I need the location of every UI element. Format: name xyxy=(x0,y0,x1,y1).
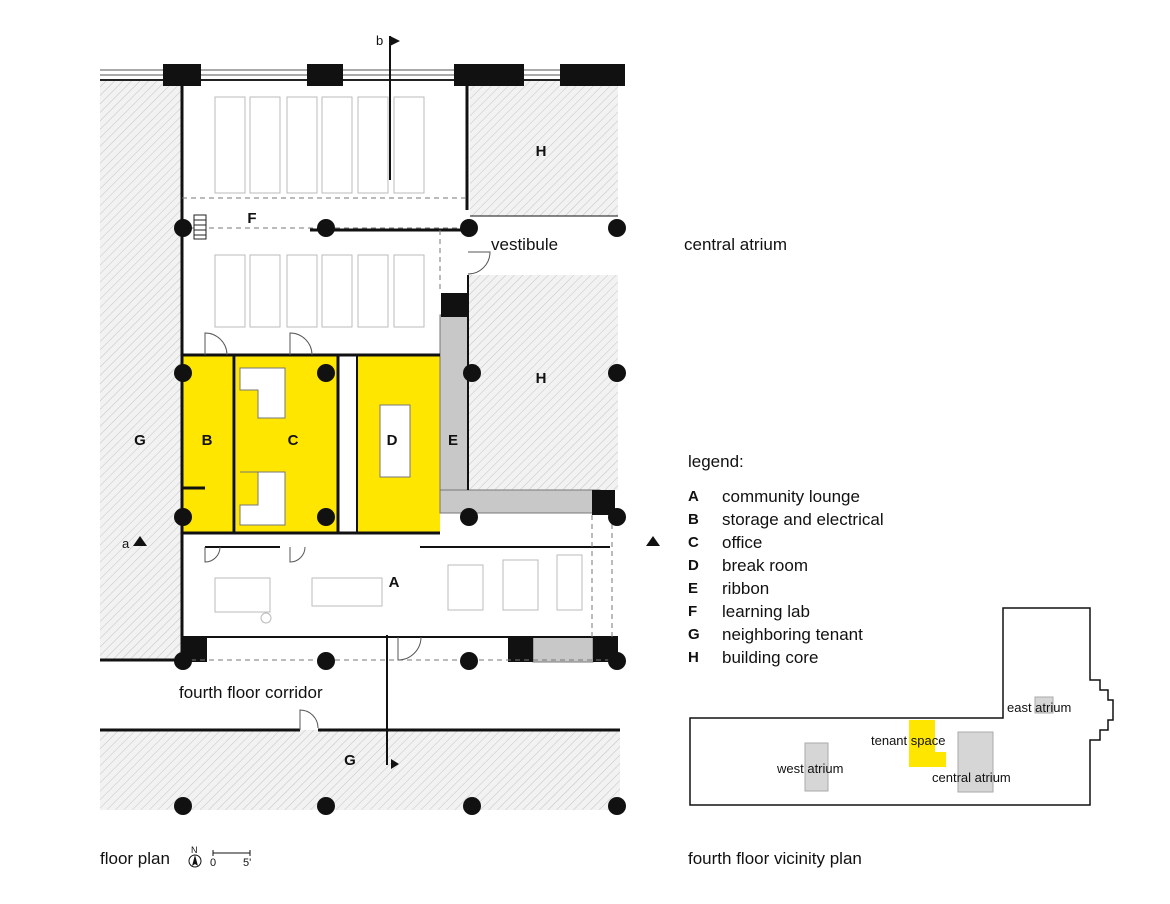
scale-bar: 0 5' xyxy=(210,850,251,869)
section-a-arrow-right xyxy=(646,536,660,546)
legend-key: F xyxy=(688,603,697,620)
legend-label: break room xyxy=(722,556,808,575)
legend-key: H xyxy=(688,649,699,666)
east-atrium-shape xyxy=(1034,696,1054,714)
room-label-e: E xyxy=(448,432,458,449)
doors xyxy=(204,251,491,730)
vicinity-east-atrium-label: east atrium xyxy=(1007,700,1071,715)
vicinity-central-atrium-label: central atrium xyxy=(932,770,1011,785)
room-label-b: B xyxy=(202,432,213,449)
vicinity-plan: east atrium tenant space west atrium cen… xyxy=(689,607,1114,806)
columns xyxy=(174,219,626,815)
legend-label: storage and electrical xyxy=(722,510,884,529)
central-atrium-shape xyxy=(957,731,994,793)
legend-label: community lounge xyxy=(722,487,860,506)
neighboring-tenant-left-area xyxy=(100,80,182,660)
structural-blocks xyxy=(163,64,625,662)
room-label-a: A xyxy=(389,574,400,591)
central-atrium-label: central atrium xyxy=(684,235,787,254)
north-label: N xyxy=(191,845,198,855)
legend-label: learning lab xyxy=(722,602,810,621)
vicinity-plan-title: fourth floor vicinity plan xyxy=(688,849,862,868)
north-arrow-icon: N xyxy=(188,845,202,868)
room-label-f: F xyxy=(247,210,256,227)
section-b-flag-bottom xyxy=(391,759,399,769)
room-label-c: C xyxy=(288,432,299,449)
legend-key: E xyxy=(688,580,698,597)
legend-label: ribbon xyxy=(722,579,769,598)
legend-key: D xyxy=(688,557,699,574)
lounge-furniture xyxy=(214,554,583,624)
section-b-label: b xyxy=(376,33,383,48)
legend-list: A community lounge B storage and electri… xyxy=(688,487,884,667)
building-core-top-area xyxy=(470,80,618,216)
legend-key: G xyxy=(688,626,700,643)
ribbon-e-vertical xyxy=(439,314,469,514)
scale-end: 5' xyxy=(243,857,251,869)
learning-lab-desks xyxy=(214,96,425,328)
legend-key: A xyxy=(688,488,699,505)
room-label-g-bottom: G xyxy=(344,752,356,769)
scale-start: 0 xyxy=(210,857,216,869)
room-b-fill xyxy=(182,355,234,533)
section-a-label: a xyxy=(122,536,130,551)
vestibule-label: vestibule xyxy=(491,235,558,254)
section-a-arrow-left xyxy=(133,536,147,546)
section-b-flag-top xyxy=(390,36,400,46)
vicinity-outline xyxy=(689,607,1114,806)
room-label-d: D xyxy=(387,432,398,449)
legend-label: building core xyxy=(722,648,818,667)
neighboring-tenant-bottom-area xyxy=(100,730,620,810)
legend-label: office xyxy=(722,533,762,552)
west-atrium-shape xyxy=(804,742,829,792)
room-label-g-left: G xyxy=(134,432,146,449)
corridor-label: fourth floor corridor xyxy=(179,683,323,702)
legend-label: neighboring tenant xyxy=(722,625,863,644)
legend-key: C xyxy=(688,534,699,551)
legend-title: legend: xyxy=(688,452,744,471)
legend-key: B xyxy=(688,511,699,528)
room-label-h-mid: H xyxy=(536,370,547,387)
ribbon-e-bottom xyxy=(532,636,594,663)
vicinity-tenant-space-label: tenant space xyxy=(871,733,945,748)
dashed-lines xyxy=(182,197,618,661)
walls xyxy=(100,80,620,732)
stair-icon xyxy=(193,214,207,240)
room-label-h-top: H xyxy=(536,143,547,160)
building-core-mid-area xyxy=(468,275,618,490)
tenant-space-shape xyxy=(909,720,946,767)
office-furniture xyxy=(239,367,411,526)
vicinity-west-atrium-label: west atrium xyxy=(776,761,843,776)
floor-plan-title: floor plan xyxy=(100,849,170,868)
section-line-b xyxy=(386,36,391,765)
